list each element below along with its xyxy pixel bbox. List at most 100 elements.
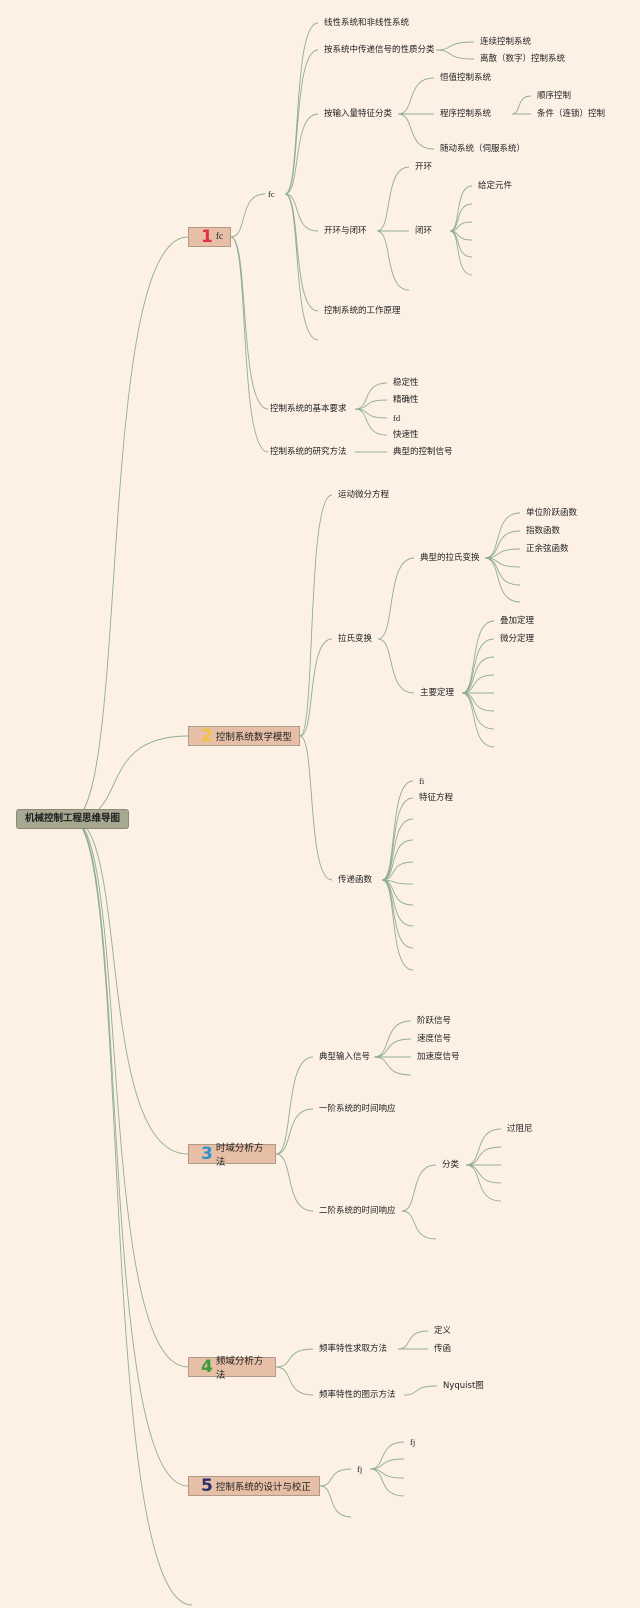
branch-5-node[interactable]: 5 控制系统的设计与校正	[188, 1476, 320, 1496]
transfer-connector	[381, 861, 414, 881]
branch-2-node[interactable]: 2 控制系统数学模型	[188, 726, 300, 746]
node-accuracy[interactable]: 精确性	[393, 395, 419, 405]
root-node[interactable]: 机械控制工程思维导图	[16, 809, 129, 829]
node-fi[interactable]: fi	[419, 776, 425, 786]
program-connector	[511, 95, 532, 115]
node-closed[interactable]: 闭环	[415, 226, 433, 236]
branch-1-node[interactable]: 1 fc	[188, 227, 231, 247]
node-signal-class[interactable]: 按系统中传递信号的性质分类	[324, 45, 435, 55]
node-continuous[interactable]: 连续控制系统	[480, 37, 532, 47]
node-freq-method[interactable]: 频率特性求取方法	[319, 1344, 388, 1354]
node-definition[interactable]: 定义	[434, 1326, 452, 1336]
node-characteristic-eq[interactable]: 特征方程	[419, 793, 454, 803]
branch-2-connector	[299, 638, 333, 737]
closed-connector	[449, 203, 473, 232]
io-connector	[397, 77, 435, 115]
typical-laplace-connector	[484, 548, 521, 559]
node-second-order[interactable]: 二阶系统的时间响应	[319, 1206, 396, 1216]
node-given-element[interactable]: 给定元件	[478, 181, 513, 191]
node-principle[interactable]: 控制系统的工作原理	[324, 306, 401, 316]
signal-connector	[435, 49, 475, 60]
node-conditional[interactable]: 条件（连锁）控制	[537, 109, 606, 119]
node-typical-input[interactable]: 典型输入信号	[319, 1052, 371, 1062]
open-closed-connector	[376, 166, 410, 232]
branch-3-node[interactable]: 3 时域分析方法	[188, 1143, 276, 1168]
node-rapidity[interactable]: 快速性	[393, 430, 419, 440]
root-connector	[71, 818, 193, 1606]
branch-2-connector	[299, 735, 333, 881]
branch-1-connector	[230, 236, 269, 410]
closed-connector	[449, 230, 473, 276]
transfer-connector	[381, 879, 414, 927]
node-stability[interactable]: 稳定性	[393, 378, 419, 388]
transfer-connector	[381, 780, 414, 881]
closed-connector	[449, 230, 473, 258]
node-first-order[interactable]: 一阶系统的时间响应	[319, 1104, 396, 1114]
node-typical-laplace[interactable]: 典型的拉氏变换	[420, 553, 480, 563]
theorem-connector	[461, 692, 495, 748]
node-velocity-signal[interactable]: 速度信号	[417, 1034, 452, 1044]
theorem-connector	[461, 674, 495, 694]
classify-connector	[465, 1164, 502, 1184]
root-connector	[71, 818, 189, 1368]
branch-2-connector	[299, 494, 333, 737]
second-order-connector	[401, 1164, 437, 1212]
node-typical-signal[interactable]: 典型的控制信号	[393, 447, 453, 457]
transfer-connector	[381, 879, 414, 971]
basic-req-connector	[354, 399, 388, 410]
node-constant[interactable]: 恒值控制系统	[440, 73, 492, 83]
node-freq-plot[interactable]: 频率特性的图示方法	[319, 1390, 396, 1400]
node-transfer-function[interactable]: 传递函数	[338, 875, 373, 885]
root-connector	[71, 818, 189, 1155]
node-sequence[interactable]: 顺序控制	[537, 91, 572, 101]
fc-connector	[284, 49, 319, 195]
second-order-connector	[401, 1210, 437, 1240]
fc-connector	[284, 193, 319, 341]
branch-label: 时域分析方法	[215, 1143, 264, 1168]
branch-number: 4	[201, 1357, 213, 1377]
classify-connector	[465, 1164, 502, 1202]
node-superposition[interactable]: 叠加定理	[500, 616, 535, 626]
node-nyquist[interactable]: Nyquist图	[443, 1381, 484, 1391]
node-discrete[interactable]: 离散（数字）控制系统	[480, 54, 566, 64]
node-basic-requirements[interactable]: 控制系统的基本要求	[270, 404, 347, 414]
branch-label: 频域分析方法	[215, 1356, 264, 1381]
node-program[interactable]: 程序控制系统	[440, 109, 492, 119]
node-step-signal[interactable]: 阶跃信号	[417, 1016, 452, 1026]
fc-connector	[284, 113, 319, 195]
node-differential[interactable]: 微分定理	[500, 634, 535, 644]
node-transfer[interactable]: 传函	[434, 1344, 452, 1354]
node-overdamped[interactable]: 过阻尼	[507, 1124, 533, 1134]
node-research-method[interactable]: 控制系统的研究方法	[270, 447, 347, 457]
node-unit-step[interactable]: 单位阶跃函数	[526, 508, 578, 518]
node-sinusoid[interactable]: 正余弦函数	[526, 544, 569, 554]
closed-connector	[449, 185, 473, 232]
classify-connector	[465, 1146, 502, 1166]
transfer-connector	[381, 797, 414, 881]
node-servo[interactable]: 随动系统（伺服系统）	[440, 144, 526, 154]
node-linear[interactable]: 线性系统和非线性系统	[324, 18, 410, 28]
node-fj[interactable]: fj	[357, 1464, 363, 1474]
node-classify[interactable]: 分类	[442, 1160, 460, 1170]
node-open[interactable]: 开环	[415, 162, 433, 172]
node-exponential[interactable]: 指数函数	[526, 526, 561, 536]
transfer-connector	[381, 839, 414, 881]
node-fd[interactable]: fd	[393, 413, 401, 423]
theorem-connector	[461, 656, 495, 694]
node-open-closed[interactable]: 开环与闭环	[324, 226, 367, 236]
freq-plot-connector	[403, 1385, 438, 1396]
node-fc[interactable]: fc	[268, 189, 275, 199]
node-fj-child[interactable]: fj	[410, 1437, 416, 1447]
node-main-theorem[interactable]: 主要定理	[420, 688, 455, 698]
node-laplace[interactable]: 拉氏变换	[338, 634, 373, 644]
branch-4-node[interactable]: 4 频域分析方法	[188, 1356, 276, 1381]
branch-number: 5	[201, 1476, 213, 1496]
node-motion-equation[interactable]: 运动微分方程	[338, 490, 390, 500]
node-io-class[interactable]: 按输入量特征分类	[324, 109, 393, 119]
basic-req-connector	[354, 382, 388, 410]
transfer-connector	[381, 818, 414, 881]
node-acceleration-signal[interactable]: 加速度信号	[417, 1052, 460, 1062]
laplace-connector	[377, 638, 415, 694]
laplace-connector	[377, 557, 415, 640]
